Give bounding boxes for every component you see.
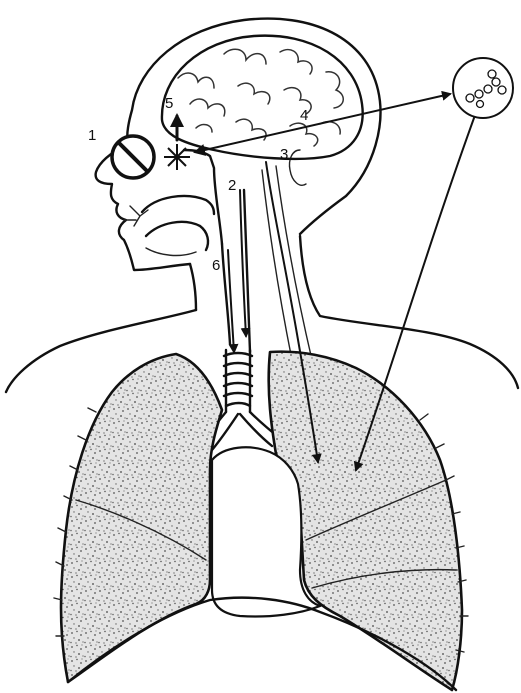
body-outline [6, 19, 518, 392]
brain-outline [162, 36, 363, 159]
no-smell-sign-icon [112, 136, 154, 178]
label-6: 6 [212, 257, 220, 274]
brain [162, 36, 363, 159]
ear [289, 150, 306, 185]
arrow-4 [196, 94, 450, 152]
label-2: 2 [228, 177, 236, 194]
label-4: 4 [300, 107, 308, 124]
label-5: 5 [165, 95, 173, 112]
neck-front [190, 264, 196, 310]
left-lung [61, 354, 222, 682]
lower-jaw [146, 248, 196, 255]
particles-circle-icon [453, 58, 513, 118]
label-3: 3 [280, 146, 288, 163]
trachea [224, 350, 252, 412]
spark-star-icon [164, 144, 190, 170]
label-1: 1 [88, 127, 96, 144]
palate [142, 196, 214, 214]
tongue [146, 222, 208, 250]
